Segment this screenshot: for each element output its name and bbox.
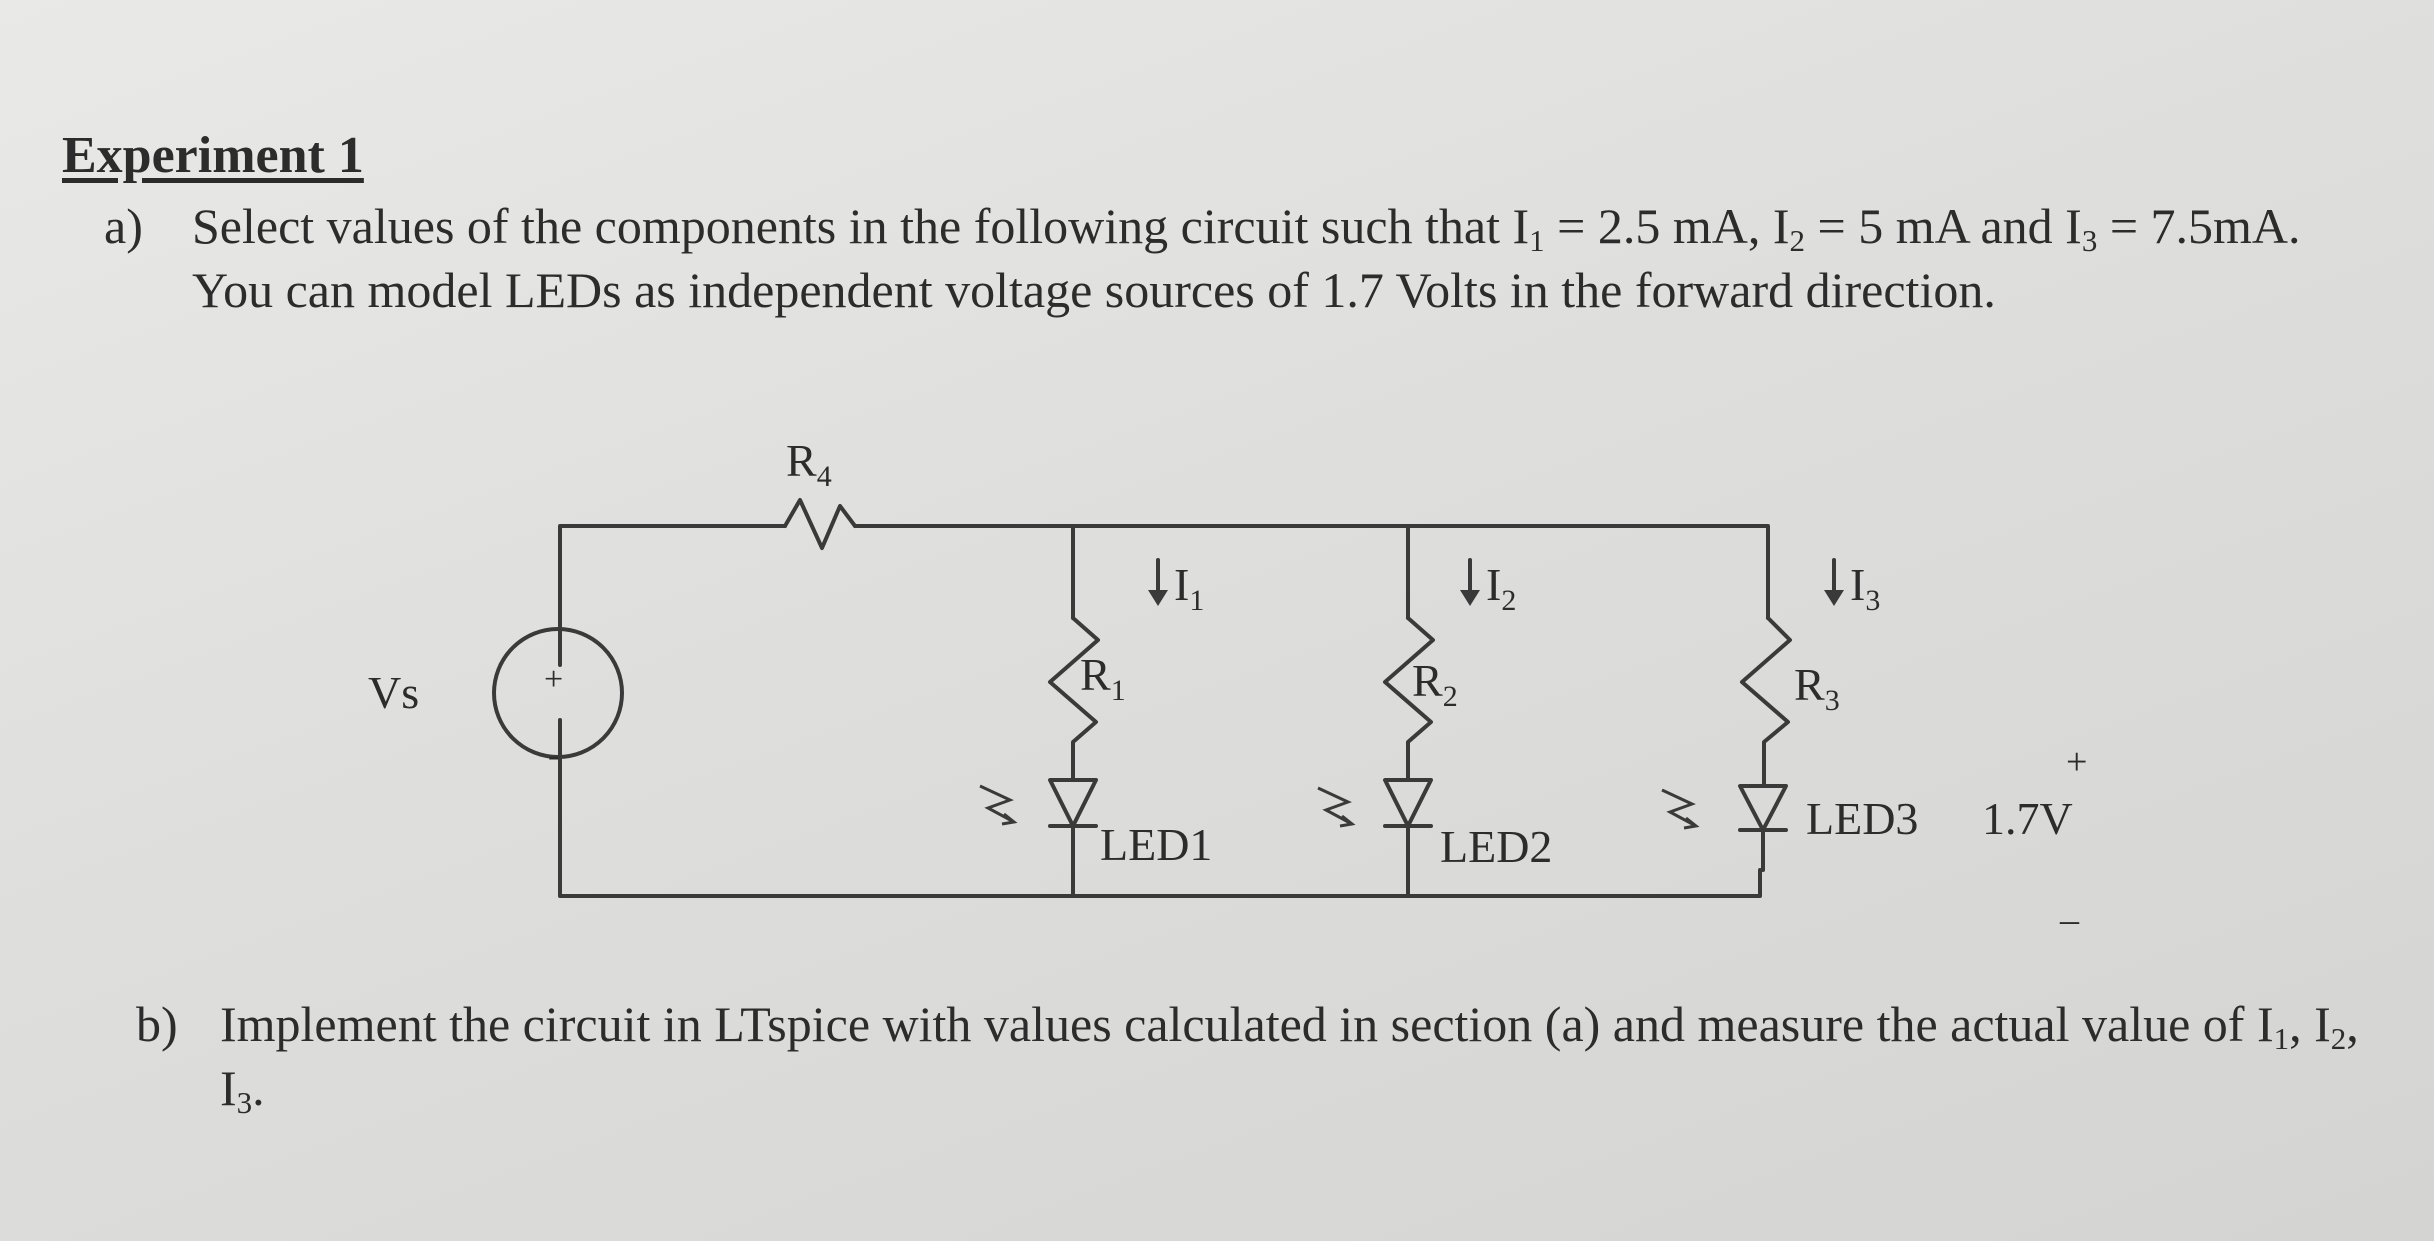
led3-minus-sign: –: [2059, 899, 2080, 941]
led3-light-arrows: [1661, 788, 1700, 830]
r1-resistor: [1048, 616, 1100, 782]
voltage-source: [492, 627, 624, 759]
vs-plus-sign: +: [544, 661, 563, 698]
r2-resistor: [1383, 616, 1435, 782]
led3-label: LED3: [1806, 793, 1918, 844]
i1-arrowhead: [1148, 590, 1168, 606]
i3-label: I3: [1850, 559, 1880, 617]
vs-label: Vs: [368, 667, 419, 718]
r4-resistor: [783, 498, 857, 550]
r1-label: R1: [1080, 649, 1126, 707]
r2-label: R2: [1412, 655, 1458, 713]
part-b-marker: b): [136, 996, 178, 1052]
part-a-marker: a): [104, 198, 143, 254]
led2-light-arrows: [1317, 786, 1356, 828]
i1-label: I1: [1174, 559, 1204, 617]
led3-voltage-label: 1.7V: [1982, 793, 2073, 844]
bottom-wire: [558, 718, 1762, 898]
part-a-text: Select values of the components in the f…: [192, 198, 2301, 318]
led1-light-arrows: [979, 784, 1018, 826]
top-wire: [558, 524, 1770, 667]
led1-symbol: [1048, 778, 1098, 898]
led2-label: LED2: [1440, 821, 1552, 872]
r3-label: R3: [1794, 659, 1840, 717]
led1-label: LED1: [1100, 819, 1212, 870]
i2-label: I2: [1486, 559, 1516, 617]
experiment-title: Experiment 1: [62, 127, 364, 184]
vs-minus-sign: -: [548, 737, 559, 774]
led2-symbol: [1383, 778, 1433, 898]
part-b-text: Implement the circuit in LTspice with va…: [220, 996, 2359, 1120]
r4-label: R4: [786, 435, 832, 493]
i2-arrowhead: [1460, 590, 1480, 606]
i3-arrowhead: [1824, 590, 1844, 606]
led3-symbol: [1738, 784, 1788, 872]
r3-resistor: [1740, 616, 1792, 788]
led3-plus-sign: +: [2066, 741, 2087, 783]
